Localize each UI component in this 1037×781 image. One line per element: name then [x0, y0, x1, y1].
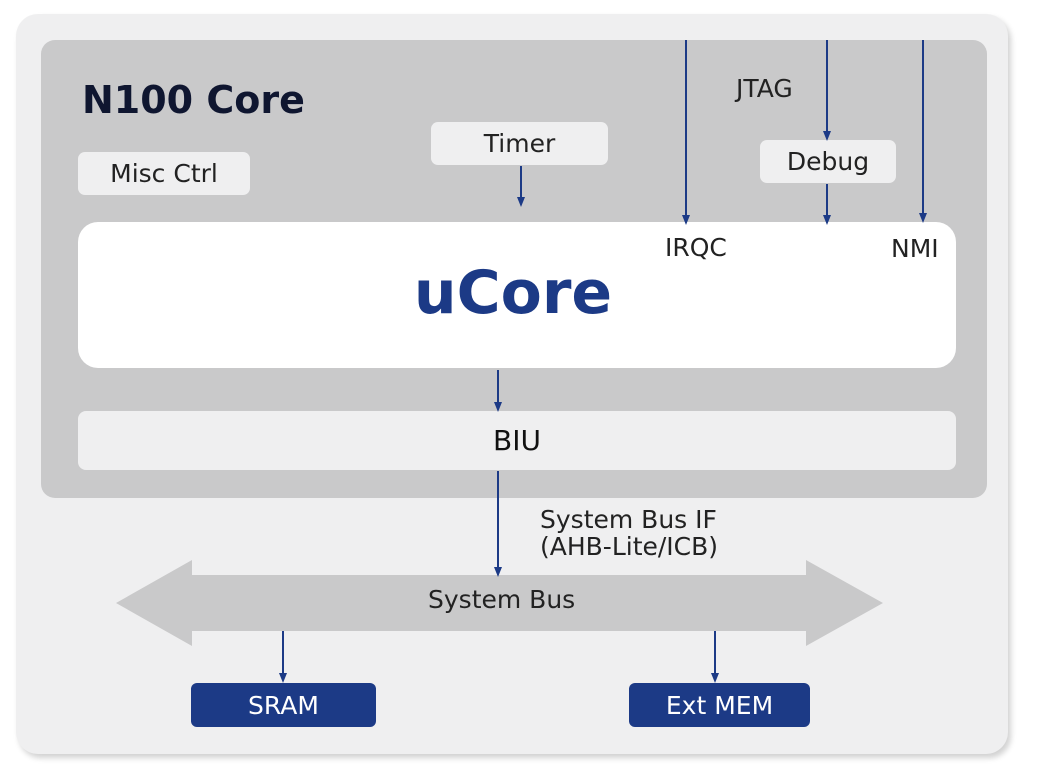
sram-block: SRAM	[191, 683, 376, 727]
system-bus-label: System Bus	[428, 585, 576, 614]
jtag-label: JTAG	[736, 74, 793, 103]
irqc-label: IRQC	[665, 233, 727, 262]
system-bus-if-line2: (AHB-Lite/ICB)	[540, 532, 719, 561]
core-title: N100 Core	[82, 78, 305, 122]
ucore-label: uCore	[413, 258, 613, 328]
biu-block: BIU	[78, 411, 956, 470]
system-bus-if-line1: System Bus IF	[540, 505, 717, 534]
timer-block: Timer	[431, 122, 608, 165]
debug-block: Debug	[760, 140, 896, 183]
system-bus-arrow	[116, 560, 883, 646]
ucore-block	[78, 222, 956, 368]
system-bus-if-label: System Bus IF (AHB-Lite/ICB)	[540, 506, 718, 560]
ext-mem-block: Ext MEM	[629, 683, 810, 727]
nmi-label: NMI	[891, 234, 939, 263]
misc-ctrl-block: Misc Ctrl	[78, 152, 250, 195]
